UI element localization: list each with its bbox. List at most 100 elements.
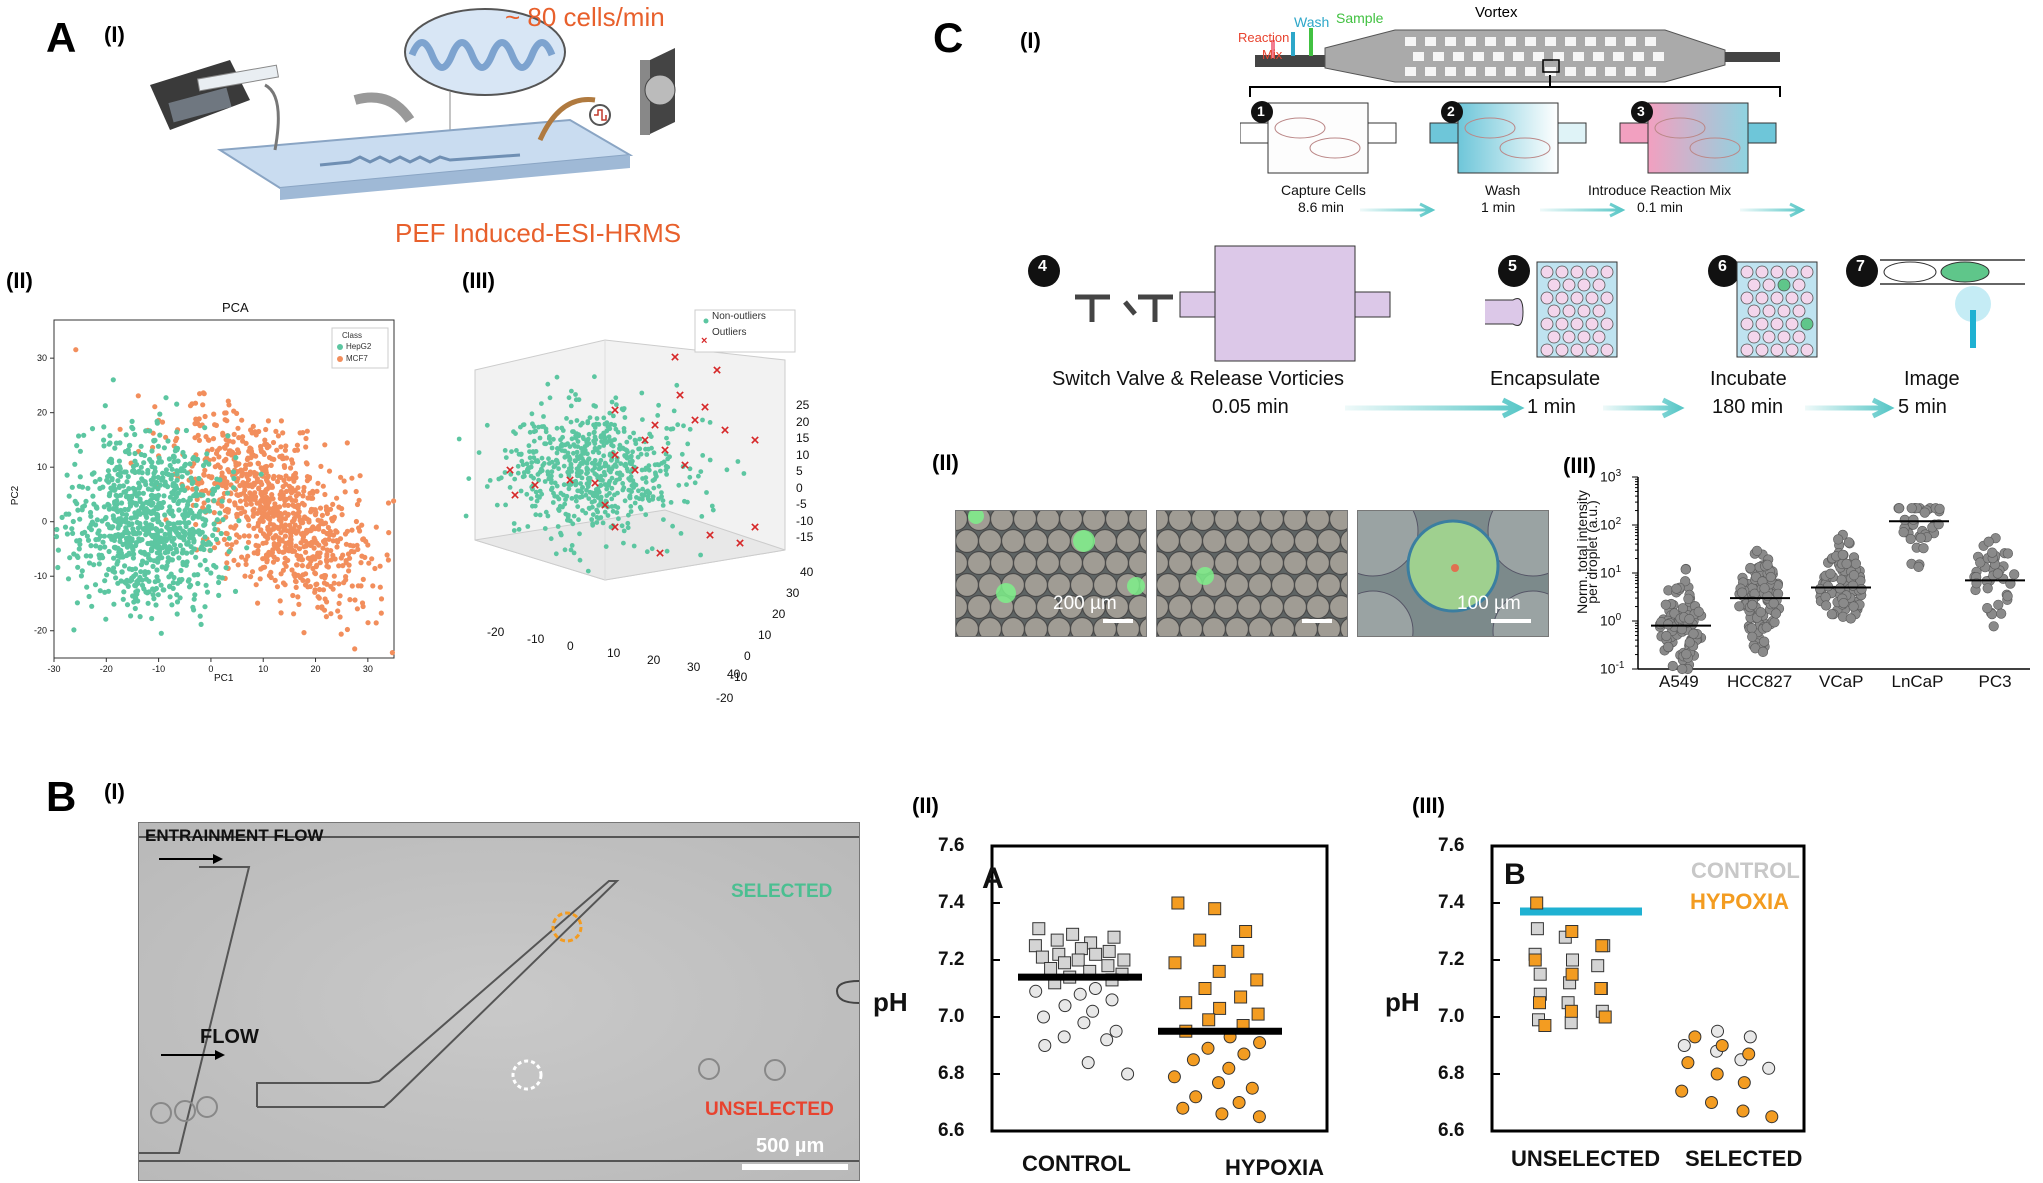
droplet	[1328, 511, 1347, 532]
pca-point	[220, 517, 226, 523]
non-outlier-point	[585, 476, 591, 482]
fluorescent-droplet	[968, 511, 984, 524]
log-ytick-exponent: 3	[1615, 468, 1622, 479]
pca-point	[181, 515, 187, 521]
non-outlier-point	[598, 433, 604, 438]
non-outlier-point	[628, 504, 634, 509]
pca-point	[359, 600, 366, 606]
pca-point	[165, 549, 171, 555]
pca-point	[265, 473, 271, 479]
pca-point	[347, 542, 353, 548]
pca-point	[218, 530, 224, 537]
pca-point	[182, 533, 188, 539]
pca-point	[328, 548, 334, 554]
droplet	[1547, 304, 1561, 318]
pca-point	[178, 567, 184, 574]
pca-point	[224, 531, 230, 537]
droplet	[1339, 573, 1347, 597]
non-outlier-point	[633, 482, 639, 488]
non-outlier-point	[644, 549, 650, 555]
pca-point	[326, 468, 333, 474]
pca-point	[255, 523, 261, 529]
pca-point	[118, 547, 124, 553]
pca-point	[314, 562, 320, 568]
pca-point	[301, 484, 307, 491]
non-outlier-point	[610, 443, 616, 449]
pca-point	[234, 410, 240, 416]
pca-point	[136, 536, 142, 542]
pca-point	[70, 530, 76, 536]
non-outlier-point	[536, 477, 541, 483]
non-outlier-point	[494, 502, 500, 508]
non-outlier-point	[614, 477, 619, 483]
droplet	[1740, 291, 1754, 305]
pca-point	[318, 520, 324, 527]
y-tick: 20	[772, 607, 786, 621]
non-outlier-point	[586, 457, 591, 462]
pca-point	[191, 607, 197, 613]
pca-point	[149, 532, 155, 538]
pca-point	[123, 488, 129, 495]
pca-point	[184, 550, 190, 556]
non-outlier-point	[539, 466, 544, 472]
non-outlier-point	[578, 461, 584, 466]
fluorescent-droplet	[1196, 567, 1214, 585]
panel-c-i-label: (I)	[1020, 28, 1041, 53]
fluorescent-droplet	[1073, 530, 1095, 552]
pca-point	[359, 522, 365, 528]
pca-point	[106, 502, 112, 509]
droplet	[1800, 343, 1814, 357]
pca-point	[240, 434, 246, 440]
non-outlier-point	[601, 469, 607, 475]
pca-point	[166, 508, 172, 514]
pca-point	[184, 470, 190, 476]
pca-point	[139, 582, 146, 588]
non-outlier-point	[569, 388, 574, 394]
pca-point	[242, 573, 248, 579]
droplet	[1127, 550, 1146, 576]
pca-point	[190, 531, 196, 537]
non-outlier-point	[631, 465, 637, 471]
non-outlier-point	[604, 486, 610, 492]
step-6-time: 180 min	[1712, 396, 1784, 418]
intensity-point	[1745, 562, 1756, 574]
pca-point	[101, 533, 107, 539]
non-outlier-point	[484, 422, 490, 428]
non-outlier-point	[578, 446, 584, 451]
pca-point	[289, 485, 295, 491]
pca-point	[149, 487, 155, 493]
non-outlier-point	[562, 454, 568, 460]
pca-point	[226, 535, 232, 541]
step-arrows-row1	[1360, 202, 1806, 218]
ph2-ylabel: pH	[1385, 987, 1420, 1017]
pca-point	[341, 580, 347, 586]
control-square	[1032, 922, 1046, 936]
non-outlier-point	[675, 422, 681, 428]
pca-point	[244, 456, 250, 463]
pca-point	[331, 532, 337, 538]
hypoxia-circle	[1681, 1056, 1695, 1070]
intensity-point	[1759, 636, 1770, 647]
non-outlier-point	[619, 523, 625, 529]
pca-point	[101, 437, 107, 443]
non-outlier-point	[687, 474, 693, 480]
non-outlier-point	[545, 381, 551, 387]
pca-point	[117, 519, 123, 525]
droplet	[1755, 343, 1769, 357]
control-square	[1050, 933, 1064, 947]
hypoxia-square	[1565, 925, 1579, 938]
non-outlier-point	[633, 438, 638, 444]
non-outlier-point	[602, 509, 608, 515]
intensity-point	[1677, 663, 1688, 675]
non-outlier-point	[525, 524, 531, 529]
step-2-time: 1 min	[1481, 199, 1516, 215]
pca-point	[243, 514, 250, 520]
pca-point	[322, 596, 328, 602]
hypoxia-square	[1212, 964, 1226, 978]
hypoxia-circle	[1167, 1070, 1181, 1084]
hypoxia-square	[1234, 990, 1248, 1004]
pca-point	[253, 582, 259, 588]
non-outlier-point	[590, 512, 596, 517]
pca-point	[111, 565, 117, 571]
x-tick: -10	[527, 632, 545, 646]
